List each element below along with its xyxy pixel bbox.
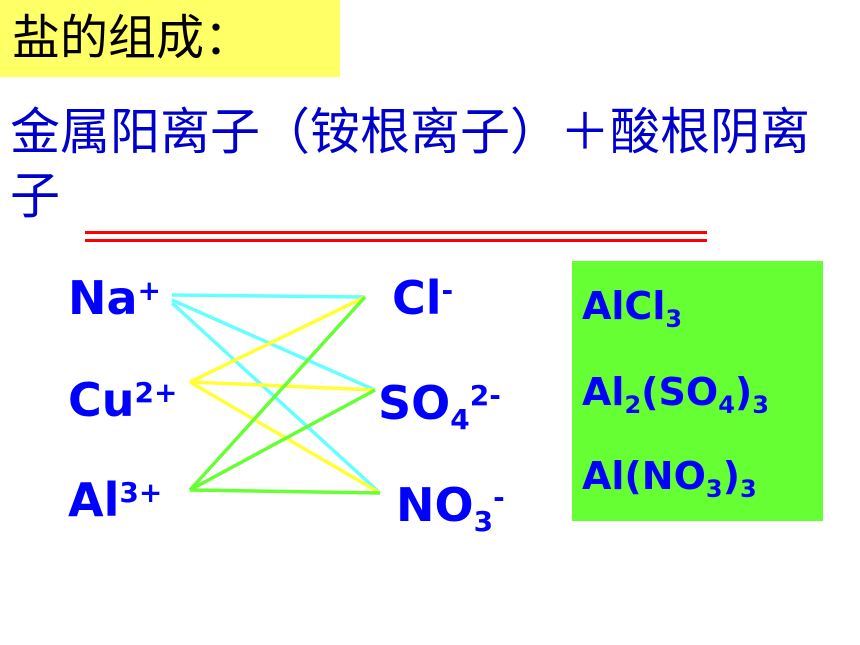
divider-line-top [85, 231, 707, 234]
formula-subscript: 3 [705, 475, 723, 503]
link-line [188, 295, 367, 492]
divider-line-bottom [85, 239, 707, 242]
anion-charge: - [441, 274, 454, 307]
link-line [189, 295, 366, 384]
link-line [189, 380, 376, 392]
link-line [170, 301, 382, 495]
anion-symbol: NO [396, 478, 474, 532]
formula-text: ) [734, 370, 753, 414]
anion-subscript: 3 [473, 505, 494, 538]
formula-subscript: 4 [718, 391, 735, 419]
anion-symbol: SO [378, 376, 451, 430]
link-line [189, 380, 381, 495]
title-banner: 盐的组成： [0, 0, 340, 77]
link-line [189, 488, 381, 495]
cation-al: Al3+ [68, 472, 162, 535]
anion-symbol: Cl [392, 271, 442, 325]
cation-na: Na+ [68, 270, 161, 333]
formula-alcl3: AlCl3 [582, 281, 682, 336]
cation-charge: + [137, 274, 162, 307]
anion-no3: NO3- [396, 477, 505, 540]
cation-symbol: Al [68, 473, 120, 527]
anion-subscript: 4 [450, 403, 470, 436]
cation-symbol: Cu [68, 373, 135, 427]
anion-so4: SO42- [378, 375, 501, 438]
slide-title: 盐的组成： [12, 10, 253, 66]
formula-text: AlCl [582, 284, 666, 328]
formula-alno33: Al(NO3)3 [582, 451, 757, 506]
formula-subscript: 2 [624, 391, 642, 419]
formula-subscript: 3 [665, 305, 683, 333]
formula-al2so43: Al2(SO4)3 [582, 367, 769, 422]
formula-text: Al(NO [582, 454, 706, 498]
anion-charge: 2- [469, 379, 501, 412]
formula-text: Al [582, 370, 625, 414]
anion-cl: Cl- [392, 270, 453, 333]
answer-box: AlCl3 Al2(SO4)3 Al(NO3)3 [572, 261, 823, 521]
link-line [171, 298, 376, 392]
cation-symbol: Na [68, 271, 138, 325]
cation-charge: 2+ [134, 376, 178, 409]
formula-text: ) [722, 454, 740, 498]
link-line [171, 293, 366, 299]
cation-charge: 3+ [119, 476, 163, 509]
cation-cu: Cu2+ [68, 372, 177, 435]
anion-charge: - [493, 481, 505, 514]
formula-text: (SO [641, 370, 719, 414]
formula-subscript: 3 [752, 391, 769, 419]
salt-definition: 金属阳离子（铵根离子）＋酸根阴离子 [10, 103, 810, 225]
formula-subscript: 3 [740, 475, 757, 503]
link-line [189, 388, 376, 492]
